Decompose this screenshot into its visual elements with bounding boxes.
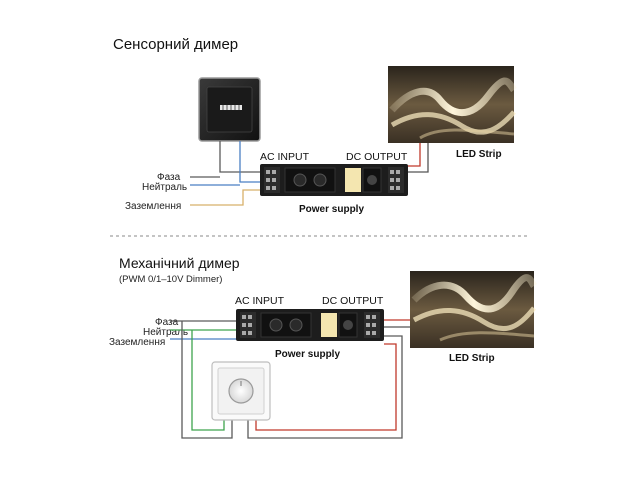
bottom-neutral-label: Нейтраль (143, 327, 188, 338)
bottom-power-supply (236, 309, 384, 341)
top-power-supply-label: Power supply (299, 204, 364, 215)
top-ac-input-label: AC INPUT (260, 151, 310, 163)
top-phase-label: Фаза (157, 172, 181, 183)
top-title: Сенсорний димер (113, 36, 238, 53)
bottom-wires (170, 319, 410, 439)
top-led-strip-label: LED Strip (456, 149, 502, 160)
bottom-subtitle: (PWM 0/1–10V Dimmer) (119, 274, 222, 285)
top-ground-label: Заземлення (125, 201, 181, 212)
bottom-power-supply-label: Power supply (275, 349, 340, 360)
mechanical-dimmer (211, 361, 271, 421)
bottom-dc-output-label: DC OUTPUT (322, 295, 384, 307)
top-power-supply (260, 164, 408, 196)
top-dc-output-label: DC OUTPUT (346, 151, 408, 163)
touch-dimmer (198, 77, 261, 142)
bottom-ground-label: Заземлення (109, 337, 165, 348)
top-led-strip-photo (388, 66, 517, 143)
bottom-phase-label: Фаза (155, 317, 179, 328)
bottom-led-strip-label: LED Strip (449, 353, 495, 364)
bottom-led-strip-photo (410, 271, 538, 348)
bottom-title: Механічний димер (119, 255, 240, 271)
top-neutral-label: Нейтраль (142, 182, 187, 193)
bottom-ac-input-label: AC INPUT (235, 295, 285, 307)
